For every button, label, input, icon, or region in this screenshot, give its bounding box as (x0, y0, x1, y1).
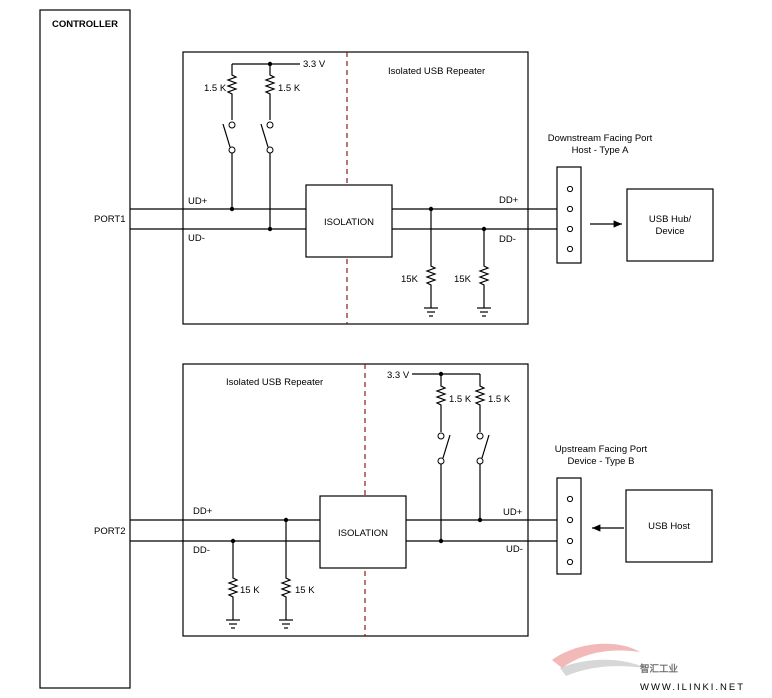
pullup-resistor-left (226, 64, 238, 120)
hub-label-line1: USB Hub/ (649, 214, 692, 225)
hub-label-line2: Device (655, 226, 684, 237)
repeater-bottom: Isolated USB Repeater 3.3 V 1.5 K 1.5 K … (130, 363, 570, 637)
pulldown-resistor-left-bottom (227, 541, 239, 620)
type-b-connector (556, 477, 582, 575)
type-a-connector (556, 166, 582, 264)
watermark: 智汇工业 WWW.ILINKI.NET (552, 643, 745, 693)
downstream-port-title: Downstream Facing Port (548, 133, 653, 144)
isolation-label-top: ISOLATION (324, 217, 374, 228)
ground-icon (477, 307, 491, 317)
repeater-bottom-title: Isolated USB Repeater (226, 377, 323, 388)
isolation-label-bottom: ISOLATION (338, 528, 388, 539)
pulldown-label-right: 15K (454, 274, 472, 285)
dd-minus-label-top: DD- (499, 234, 516, 245)
watermark-logo-swoosh (552, 643, 640, 668)
connector-pins-bottom (566, 495, 574, 566)
supply-bottom: 3.3 V (387, 370, 410, 381)
ground-icon (279, 619, 293, 629)
pullup-resistor-left-bottom (435, 374, 447, 432)
supply-top: 3.3 V (303, 59, 326, 70)
controller-title: CONTROLLER (52, 19, 118, 30)
ud-plus-label-top: UD+ (188, 196, 208, 207)
ground-icon (424, 307, 438, 317)
upstream-port-subtitle: Device - Type B (568, 456, 635, 467)
dd-minus-label-bottom: DD- (193, 545, 210, 556)
pulldown-resistor-right (478, 229, 490, 308)
isolation-block-top (305, 184, 393, 258)
downstream-port: Downstream Facing Port Host - Type A (548, 133, 653, 264)
connector-pins-top (566, 185, 574, 253)
pulldown-label-right-bottom: 15 K (295, 585, 315, 596)
upstream-port: Upstream Facing Port Device - Type B (555, 444, 648, 575)
downstream-port-subtitle: Host - Type A (572, 145, 630, 156)
dd-plus-label-bottom: DD+ (193, 506, 213, 517)
pulldown-label-left: 15K (401, 274, 419, 285)
pulldown-label-left-bottom: 15 K (240, 585, 260, 596)
usb-host: USB Host (625, 489, 713, 563)
ud-minus-label-bottom: UD- (506, 544, 523, 555)
pulldown-resistor-right-bottom (280, 520, 292, 620)
watermark-brand: 智汇工业 (640, 663, 679, 675)
switch-right-bottom (476, 432, 490, 520)
repeater-top-title: Isolated USB Repeater (388, 66, 485, 77)
dd-plus-label-top: DD+ (499, 195, 519, 206)
repeater-top: Isolated USB Repeater 3.3 V 1.5 K 1.5 K … (130, 51, 570, 325)
upstream-port-title: Upstream Facing Port (555, 444, 648, 455)
pullup-label-left-bottom: 1.5 K (449, 394, 472, 405)
ud-minus-label-top: UD- (188, 233, 205, 244)
port2-label: PORT2 (94, 526, 126, 537)
switch-left (222, 121, 236, 209)
controller-block: CONTROLLER PORT1 PORT2 (39, 9, 131, 689)
pullup-resistor-right-bottom (474, 374, 486, 432)
watermark-url: WWW.ILINKI.NET (640, 682, 745, 693)
pullup-resistor-right (264, 64, 276, 120)
switch-right (260, 121, 274, 229)
usb-hub-device: USB Hub/ Device (626, 188, 714, 262)
host-label: USB Host (648, 521, 690, 532)
pullup-label-left: 1.5 K (204, 83, 227, 94)
switch-left-bottom (437, 432, 451, 541)
ground-icon (226, 619, 240, 629)
pullup-label-right-bottom: 1.5 K (488, 394, 511, 405)
port1-label: PORT1 (94, 214, 126, 225)
isolation-block-bottom (319, 495, 407, 569)
ud-plus-label-bottom: UD+ (503, 507, 523, 518)
pullup-label-right: 1.5 K (278, 83, 301, 94)
pulldown-resistor-left (425, 209, 437, 308)
